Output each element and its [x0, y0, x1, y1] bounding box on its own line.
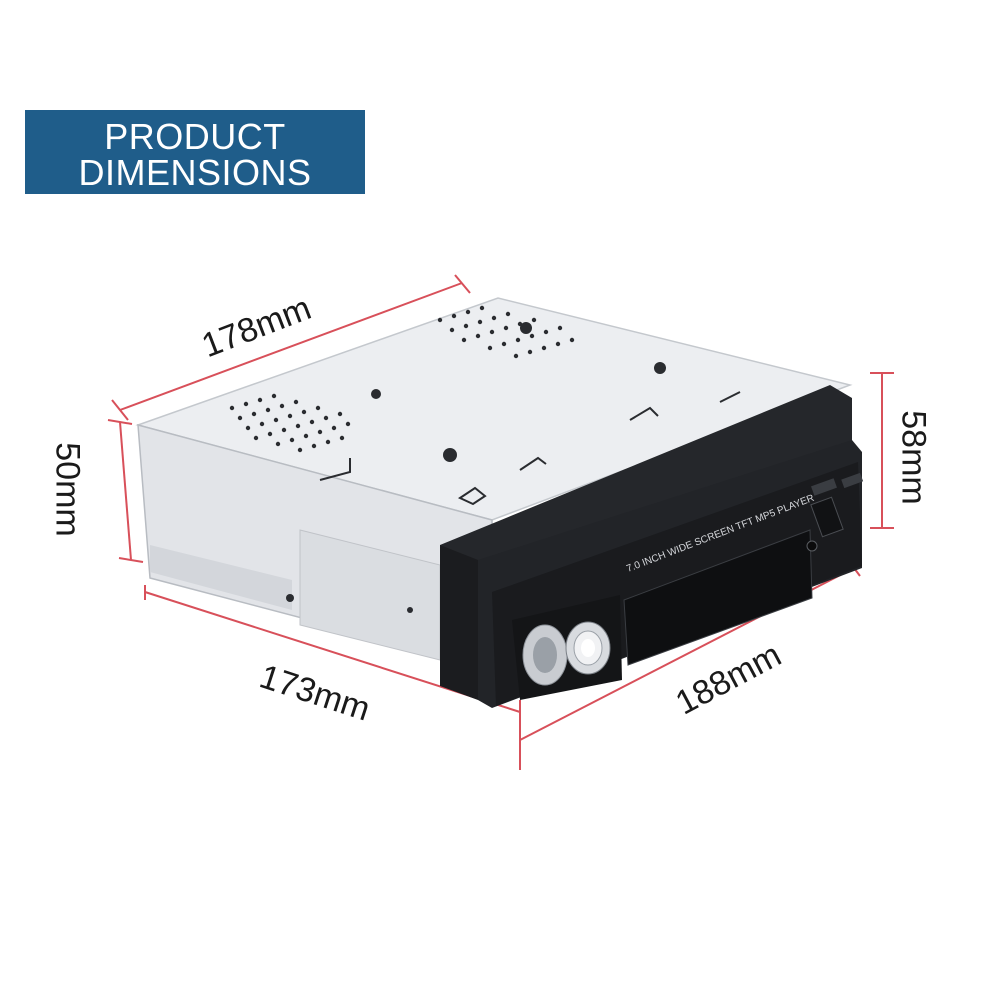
display-screen: [623, 529, 813, 666]
faceplate: 7.0 INCH WIDE SCREEN TFT MP5 PLAYER: [440, 385, 864, 708]
dimension-lines: [107, 274, 894, 770]
banner-line-1: PRODUCT: [104, 116, 286, 157]
banner-line-2: DIMENSIONS: [78, 152, 312, 193]
vent-holes-left: [229, 393, 351, 453]
vent-holes-top: [437, 305, 575, 359]
dimension-label-right: 58mm: [894, 410, 933, 505]
dimension-line-top: [119, 282, 463, 411]
volume-knob: [565, 621, 611, 675]
product-dimensions-banner: PRODUCT DIMENSIONS: [25, 110, 365, 194]
dimension-label-left: 50mm: [48, 442, 87, 537]
dimension-line-left: [119, 421, 132, 561]
chassis: [135, 297, 853, 669]
